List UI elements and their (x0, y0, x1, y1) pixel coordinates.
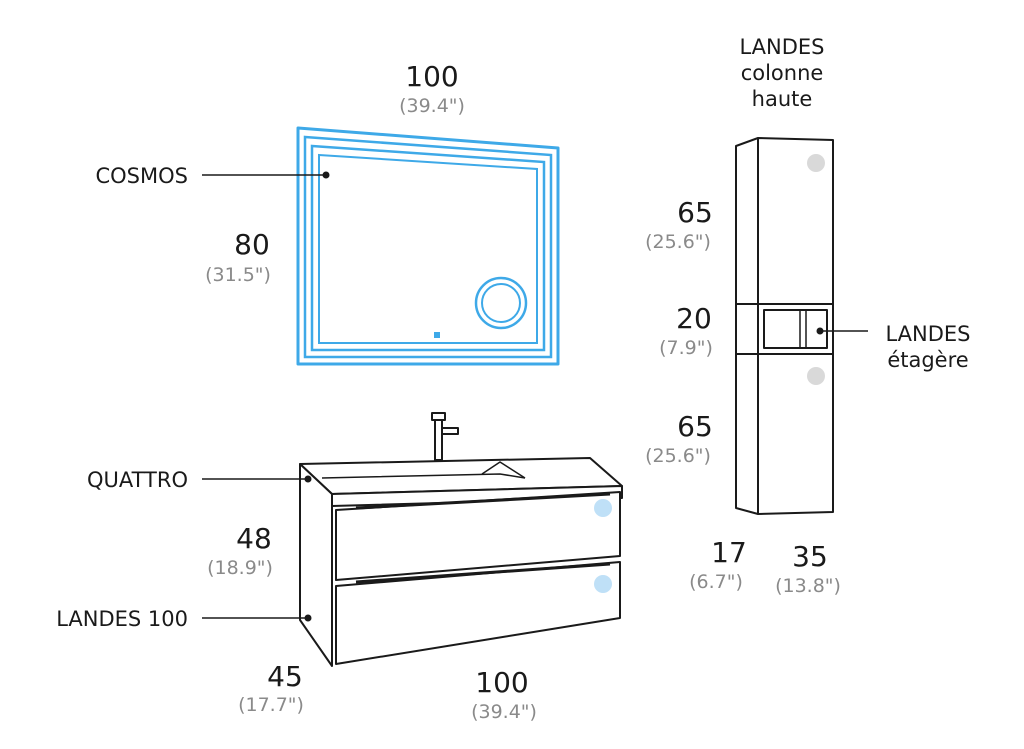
dim-mirror-width-cm: 100 (405, 60, 458, 93)
dim-shelf-height-cm: 20 (676, 302, 712, 335)
column-knob-top (807, 154, 825, 172)
dim-mirror-height-in: (31.5") (205, 264, 271, 286)
dim-column-depth-in: (6.7") (689, 571, 743, 593)
landes100-leader-dot (304, 614, 312, 622)
leader-lines (202, 174, 868, 619)
cosmos-leader-dot (322, 171, 330, 179)
dim-column-width-in: (13.8") (775, 575, 841, 597)
label-cosmos: COSMOS (95, 164, 188, 188)
dim-column-top-in: (25.6") (645, 231, 711, 253)
label-column-line3: haute (752, 87, 813, 111)
drawer-knob-bottom (594, 575, 612, 593)
vanity-unit (299, 412, 623, 667)
dim-shelf-height-in: (7.9") (659, 337, 713, 359)
dim-vanity-width-in: (39.4") (471, 701, 537, 723)
dim-column-width-cm: 35 (792, 540, 828, 573)
dim-vanity-height-cm: 48 (236, 522, 272, 555)
label-quattro: QUATTRO (87, 468, 188, 492)
label-shelf-line2: étagère (887, 348, 968, 372)
drawer-knob-top (594, 499, 612, 517)
dim-vanity-depth-cm: 45 (267, 660, 303, 693)
label-column-line1: LANDES (739, 35, 824, 59)
dim-column-depth-cm: 17 (711, 536, 747, 569)
dim-mirror-width-in: (39.4") (399, 95, 465, 117)
cosmos-mirror (296, 126, 560, 366)
magnifier-ring-icon (474, 276, 528, 330)
tall-column (735, 137, 834, 515)
label-column-line2: colonne (741, 61, 824, 85)
column-knob-bottom (807, 367, 825, 385)
dim-column-bottom-in: (25.6") (645, 445, 711, 467)
touch-switch-icon (434, 332, 440, 338)
label-landes100: LANDES 100 (56, 607, 188, 631)
dim-column-top-cm: 65 (677, 196, 713, 229)
dim-vanity-depth-in: (17.7") (238, 694, 304, 716)
dim-column-bottom-cm: 65 (677, 410, 713, 443)
quattro-leader-dot (304, 475, 312, 483)
dim-vanity-height-in: (18.9") (207, 557, 273, 579)
label-shelf-line1: LANDES (885, 322, 970, 346)
dim-mirror-height-cm: 80 (234, 228, 270, 261)
dim-vanity-width-cm: 100 (475, 666, 528, 699)
shelf-leader-dot (816, 327, 824, 335)
